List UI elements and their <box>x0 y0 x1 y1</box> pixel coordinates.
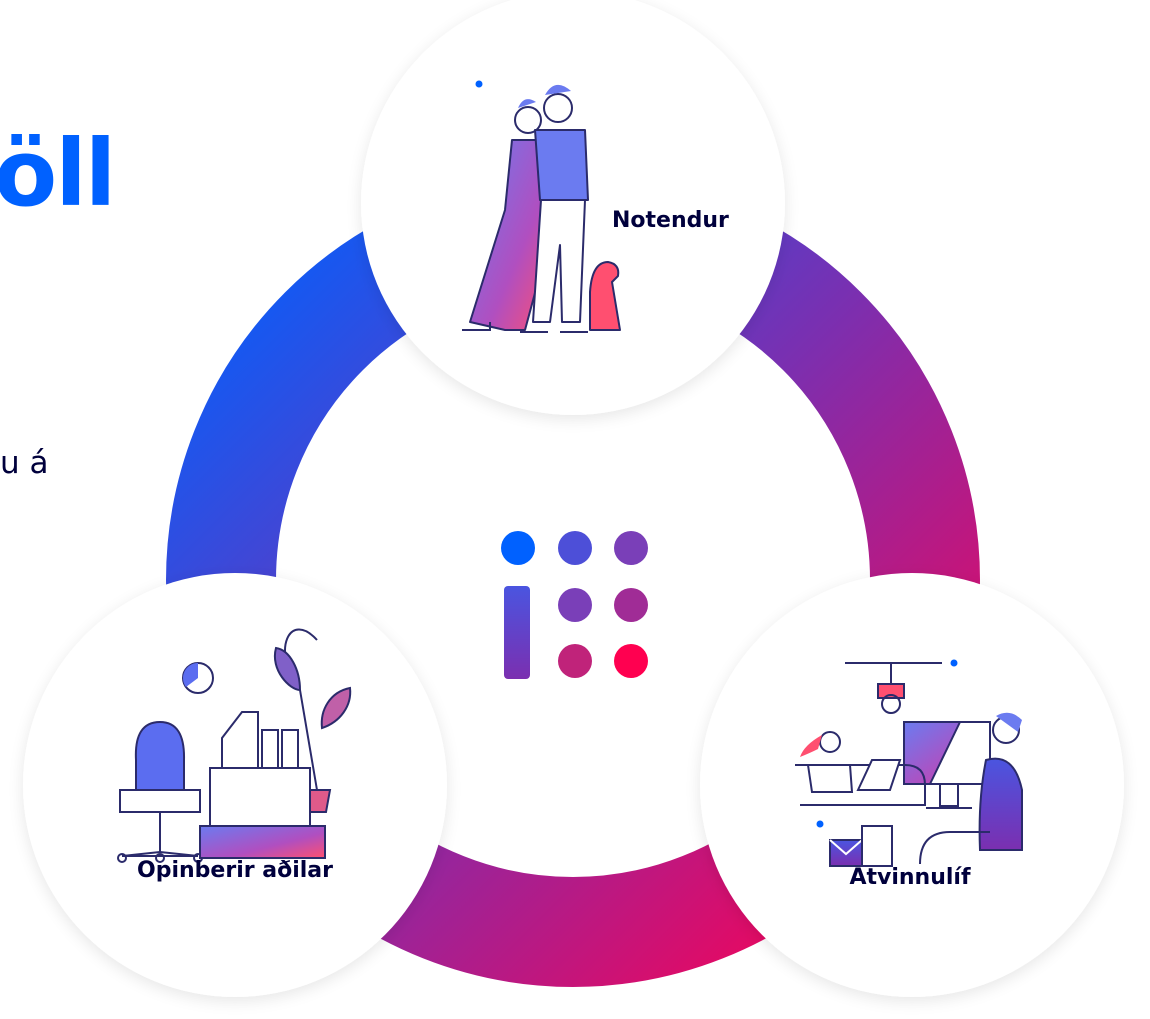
node-label-atvinnulif: Atvinnulíf <box>849 865 970 890</box>
people-with-dog-illustration <box>462 80 621 333</box>
node-notendur[interactable]: Notendur <box>361 0 785 415</box>
node-label-notendur: Notendur <box>612 208 729 233</box>
node-label-opinberir-adilar: Opinberir aðilar <box>137 858 333 883</box>
hero-title-fragment: öll <box>0 120 116 227</box>
node-atvinnulif[interactable]: Atvinnulíf <box>700 573 1124 997</box>
workplace-illustration <box>795 659 1023 867</box>
island-logo-icon <box>501 531 648 679</box>
body-text-fragment: u á <box>0 445 49 481</box>
office-desk-illustration <box>117 628 352 863</box>
node-opinberir-adilar[interactable]: Opinberir aðilar <box>23 573 447 997</box>
